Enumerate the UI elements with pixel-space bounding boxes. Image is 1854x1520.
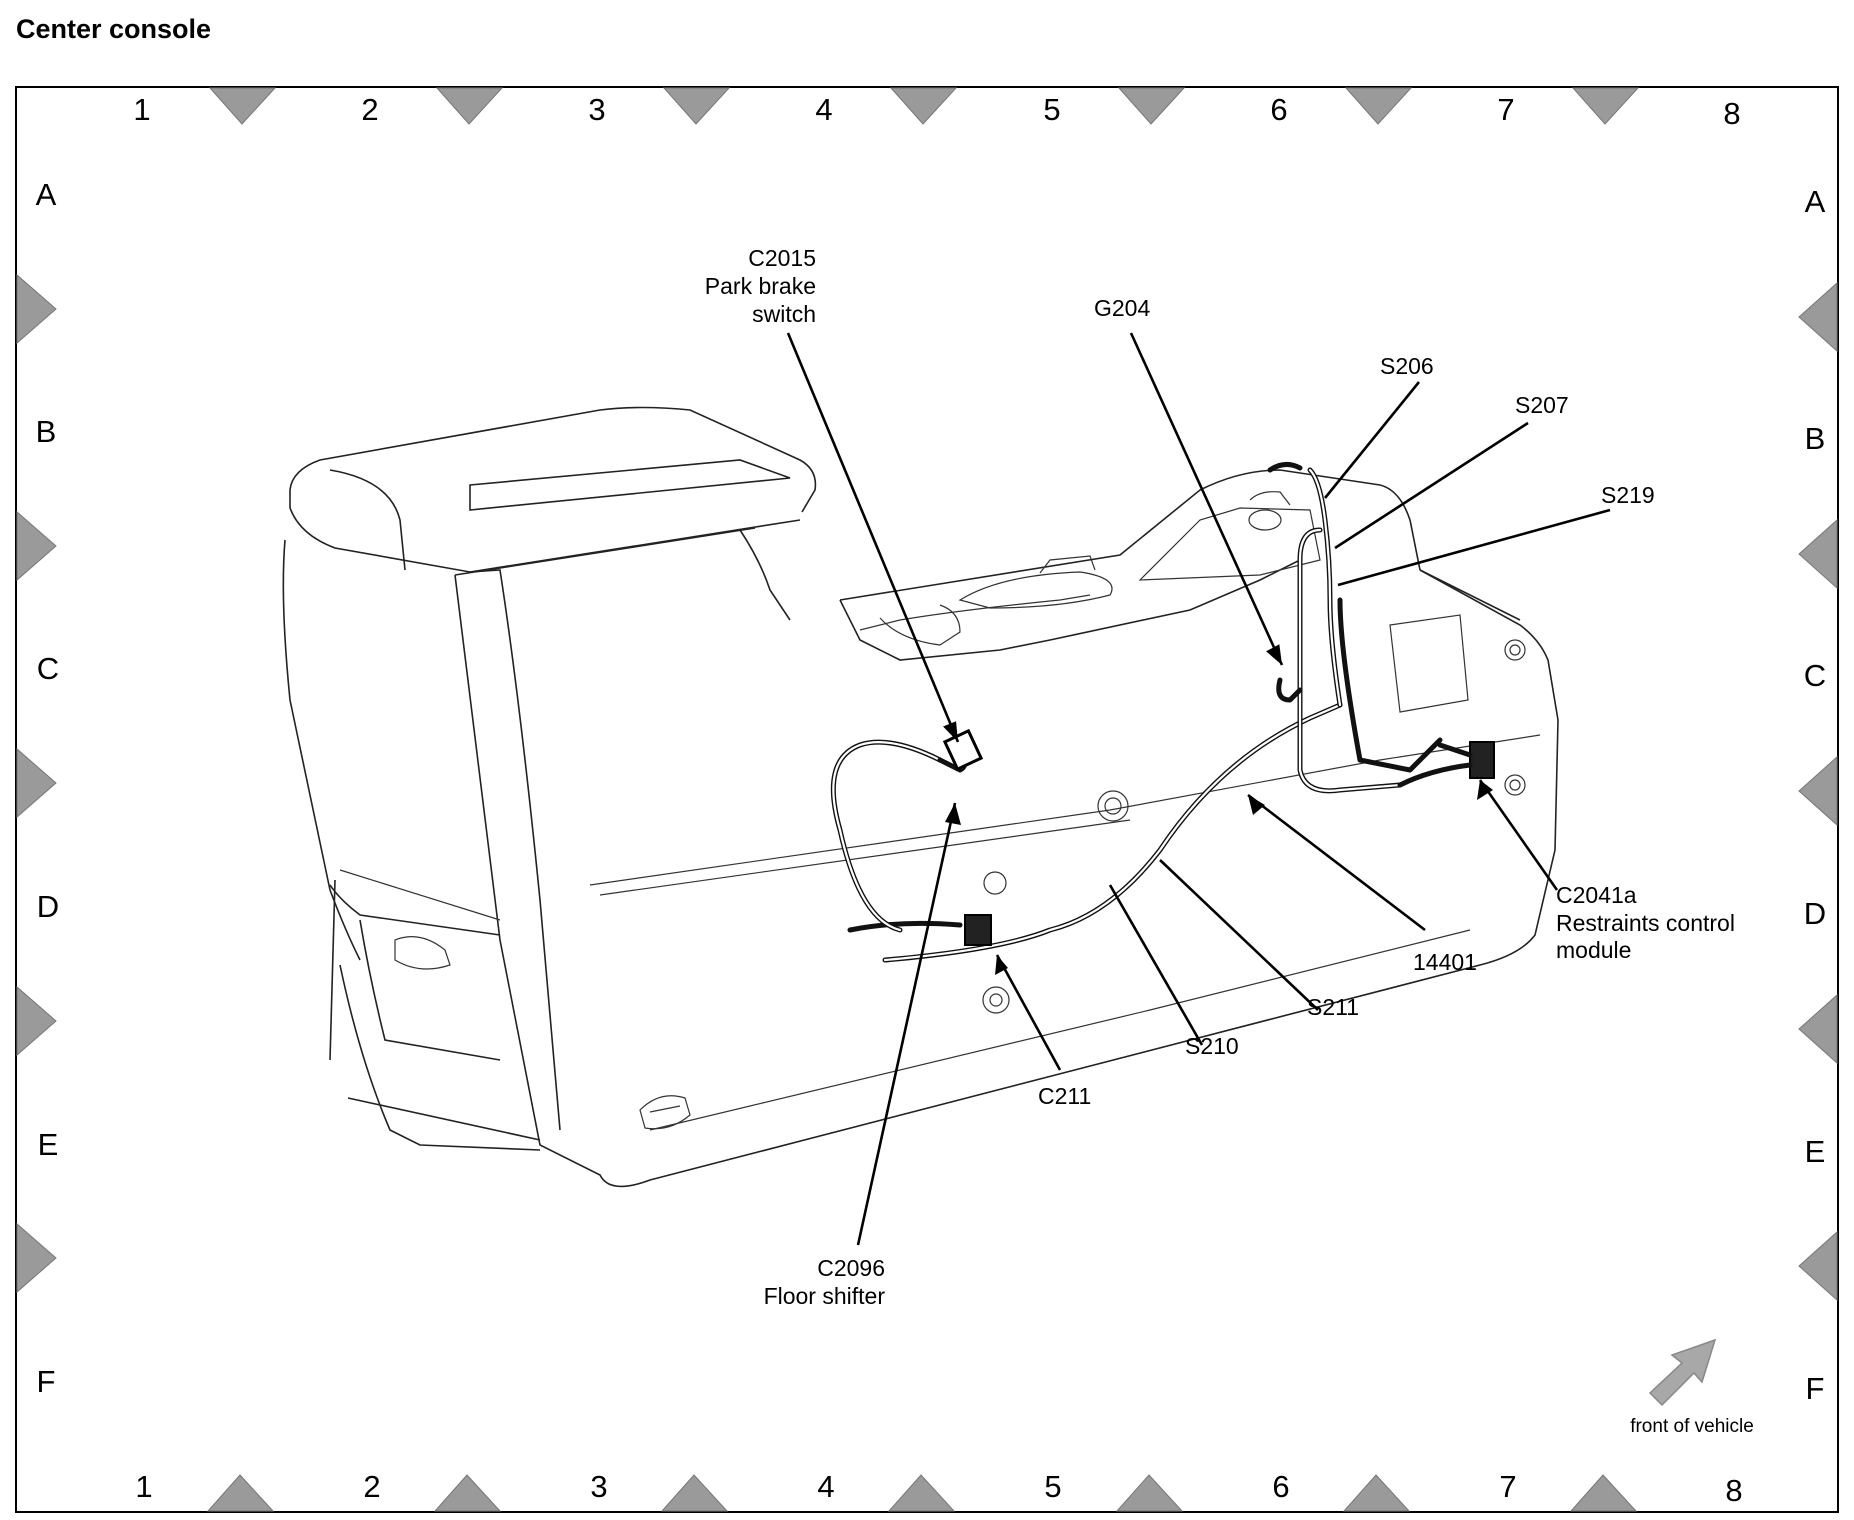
leader-c211 bbox=[995, 954, 1062, 1071]
grid-col-2: 2 bbox=[361, 92, 378, 127]
bottom-column-labels: 1 2 3 4 5 6 7 8 bbox=[135, 1469, 1742, 1508]
leader-c2041a bbox=[1478, 779, 1559, 891]
leader-s211 bbox=[1159, 859, 1319, 1011]
c2096-line1: Floor shifter bbox=[764, 1283, 886, 1309]
grid-col-7-bottom: 7 bbox=[1499, 1469, 1516, 1504]
callout-leaders bbox=[786, 332, 1611, 1246]
leader-s219 bbox=[1337, 508, 1611, 587]
callout-c2041a: C2041a Restraints control module bbox=[1556, 882, 1735, 963]
grid-col-1: 1 bbox=[133, 92, 150, 127]
grid-row-f-right: F bbox=[1806, 1371, 1825, 1406]
right-row-labels: A B C D E F bbox=[1804, 184, 1826, 1406]
grid-row-c: C bbox=[37, 651, 59, 686]
c2041a-line2: module bbox=[1556, 937, 1631, 963]
arrow-icon bbox=[1648, 1338, 1717, 1407]
c2015-code: C2015 bbox=[748, 245, 816, 271]
c2015-line2: switch bbox=[752, 301, 816, 327]
grid-row-b: B bbox=[36, 414, 57, 449]
page-title: Center console bbox=[16, 14, 212, 44]
c2015-line1: Park brake bbox=[705, 273, 816, 299]
callout-c2096: C2096 Floor shifter bbox=[764, 1255, 886, 1309]
c2096-code: C2096 bbox=[817, 1255, 885, 1281]
front-of-vehicle-label: front of vehicle bbox=[1630, 1416, 1754, 1437]
grid-col-3-bottom: 3 bbox=[590, 1469, 607, 1504]
grid-row-c-right: C bbox=[1804, 658, 1826, 693]
grid-row-a-right: A bbox=[1805, 184, 1826, 219]
callout-c2015: C2015 Park brake switch bbox=[705, 245, 816, 327]
callout-s210: S210 bbox=[1185, 1033, 1239, 1059]
grid-col-4-bottom: 4 bbox=[817, 1469, 834, 1504]
center-console-drawing bbox=[282, 406, 1559, 1188]
front-of-vehicle-indicator: front of vehicle bbox=[1630, 1338, 1754, 1437]
grid-row-a: A bbox=[36, 177, 57, 212]
bottom-grid-markers bbox=[206, 1474, 1638, 1512]
grid-row-e: E bbox=[38, 1127, 59, 1162]
leader-c2015 bbox=[786, 332, 960, 743]
grid-col-8: 8 bbox=[1723, 96, 1740, 131]
grid-row-e-right: E bbox=[1805, 1134, 1826, 1169]
c2041a-line1: Restraints control bbox=[1556, 910, 1735, 936]
grid-col-1-bottom: 1 bbox=[135, 1469, 152, 1504]
callout-s219: S219 bbox=[1601, 482, 1655, 508]
callout-s206: S206 bbox=[1380, 353, 1434, 379]
leader-s210 bbox=[1108, 884, 1204, 1046]
callout-s211: S211 bbox=[1307, 994, 1359, 1020]
top-grid-markers bbox=[208, 87, 1640, 125]
callout-s207: S207 bbox=[1515, 392, 1569, 418]
right-grid-markers bbox=[1798, 281, 1838, 1302]
leader-14401 bbox=[1247, 793, 1426, 932]
grid-col-6: 6 bbox=[1270, 92, 1287, 127]
grid-row-b-right: B bbox=[1805, 421, 1826, 456]
grid-row-f: F bbox=[37, 1364, 56, 1399]
grid-col-3: 3 bbox=[588, 92, 605, 127]
left-grid-markers bbox=[16, 273, 57, 1294]
callout-c211: C211 bbox=[1038, 1083, 1091, 1109]
left-row-labels: A B C D E F bbox=[36, 177, 60, 1399]
callout-g204: G204 bbox=[1094, 295, 1150, 321]
leader-s207 bbox=[1334, 421, 1529, 550]
leader-c2096 bbox=[856, 802, 957, 1246]
top-column-labels: 1 2 3 4 5 6 7 8 bbox=[133, 92, 1740, 131]
leader-g204 bbox=[1129, 332, 1284, 666]
grid-col-2-bottom: 2 bbox=[363, 1469, 380, 1504]
grid-col-5-bottom: 5 bbox=[1044, 1469, 1061, 1504]
leader-s206 bbox=[1323, 381, 1421, 499]
grid-col-5: 5 bbox=[1043, 92, 1060, 127]
wiring-harness bbox=[830, 462, 1495, 963]
grid-col-7: 7 bbox=[1497, 92, 1514, 127]
grid-row-d-right: D bbox=[1804, 896, 1826, 931]
grid-col-8-bottom: 8 bbox=[1725, 1473, 1742, 1508]
diagram-frame bbox=[15, 86, 1839, 1513]
c2041a-code: C2041a bbox=[1556, 882, 1637, 908]
grid-col-6-bottom: 6 bbox=[1272, 1469, 1289, 1504]
grid-col-4: 4 bbox=[815, 92, 832, 127]
callout-14401: 14401 bbox=[1413, 949, 1477, 975]
grid-row-d: D bbox=[37, 889, 59, 924]
